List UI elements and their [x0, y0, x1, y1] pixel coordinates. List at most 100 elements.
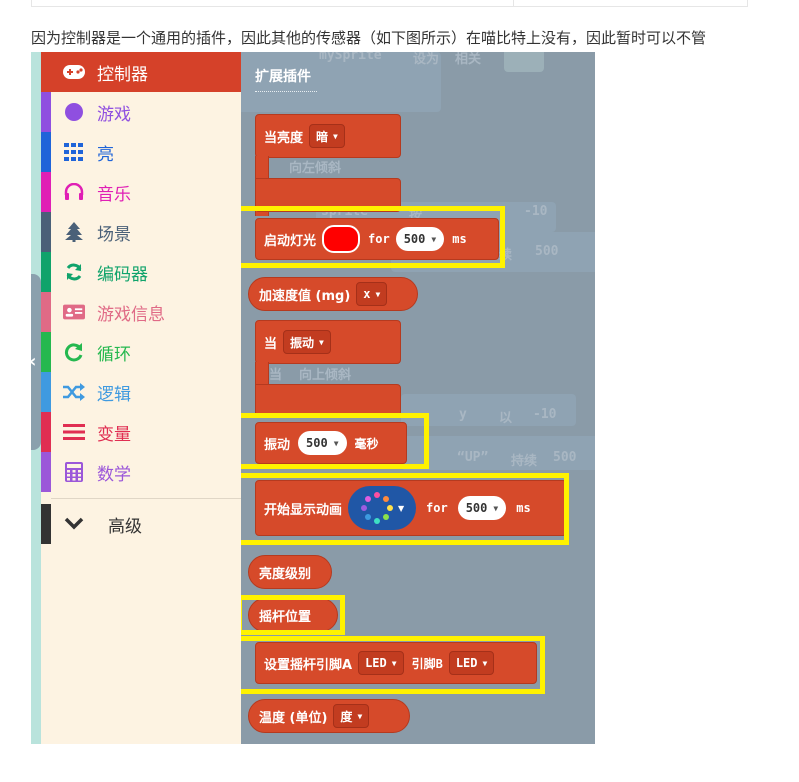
ghost-text: mySprite: [319, 52, 382, 63]
caret-down-icon: ▼: [333, 438, 339, 448]
toolbox-item-label: 音乐: [97, 184, 131, 205]
collapse-tab[interactable]: [31, 274, 41, 450]
ghost-text: 设为: [413, 52, 440, 67]
color-picker[interactable]: [322, 225, 361, 253]
block-label: 亮度级别: [259, 566, 312, 582]
ghost-text: -10: [524, 204, 548, 219]
toolbox-item-label: 高级: [108, 516, 142, 537]
ghost-text: 当: [269, 368, 283, 383]
toolbox-item-game-info[interactable]: 游戏信息: [41, 292, 241, 332]
toolbox-item-encoder[interactable]: 编码器: [41, 252, 241, 292]
toolbox-item-advanced[interactable]: 高级: [41, 504, 241, 544]
unit-label: ms: [452, 232, 467, 246]
highlight-vibrate: [241, 413, 429, 469]
toolbox-item-music[interactable]: 音乐: [41, 172, 241, 212]
toolbox: 控制器 游戏 亮 音乐 场景: [41, 52, 241, 744]
category-stripe: [41, 504, 51, 544]
caret-down-icon: ▼: [333, 131, 338, 141]
headphones-icon: [63, 181, 85, 203]
caret-down-icon: ▼: [482, 658, 488, 668]
pin-a-dropdown[interactable]: LED▼: [358, 651, 404, 675]
when-brightness-block[interactable]: 当亮度 暗▼: [255, 114, 401, 158]
pin-b-label: 引脚B: [411, 656, 443, 671]
start-light-block[interactable]: 启动灯光 for 500▼ ms: [255, 218, 499, 260]
when-vibrate-block[interactable]: 当 振动▼: [255, 320, 401, 364]
dropdown-value: x: [363, 287, 371, 301]
category-stripe: [41, 252, 51, 292]
circle-icon: [63, 101, 85, 123]
toolbox-item-label: 循环: [97, 344, 131, 365]
loop-icon: [63, 341, 85, 363]
block-label: 启动灯光: [264, 233, 317, 249]
list-icon: [63, 421, 85, 443]
toolbox-item-label: 逻辑: [97, 384, 131, 405]
temperature-block[interactable]: 温度 (单位) 度▼: [248, 699, 410, 733]
block-label: 温度 (单位): [259, 710, 328, 726]
brightness-dropdown[interactable]: 暗▼: [309, 124, 345, 148]
category-stripe: [41, 452, 51, 492]
toolbox-item-math[interactable]: 数学: [41, 452, 241, 492]
highlight-set-joystick: [241, 636, 545, 694]
gesture-dropdown[interactable]: 振动▼: [283, 330, 331, 354]
start-animation-block[interactable]: 开始显示动画 ▼ for 500▼ ms: [255, 480, 567, 536]
category-stripe: [41, 412, 51, 452]
toolbox-item-label: 亮: [97, 144, 114, 165]
number-value: 500: [403, 232, 426, 246]
dropdown-value: LED: [365, 656, 387, 670]
caret-down-icon: ▼: [397, 503, 405, 513]
acceleration-block[interactable]: 加速度值 (mg) x▼: [248, 277, 418, 311]
block-label: 当亮度: [264, 130, 304, 146]
ghost-text: 500: [535, 244, 559, 259]
brightness-level-block[interactable]: 亮度级别: [248, 555, 332, 589]
toolbox-item-label: 游戏信息: [97, 304, 165, 325]
toolbox-item-scene[interactable]: 场景: [41, 212, 241, 252]
dropdown-value: LED: [455, 656, 478, 670]
category-stripe: [41, 292, 51, 332]
toolbox-item-controller[interactable]: 控制器: [41, 52, 241, 92]
ghost-sprite-thumb: [504, 52, 544, 72]
set-joystick-pins-block[interactable]: 设置摇杆引脚A LED▼ 引脚B LED▼: [255, 642, 537, 684]
toolbox-item-logic[interactable]: 逻辑: [41, 372, 241, 412]
dropdown-value: 暗: [316, 129, 329, 144]
axis-dropdown[interactable]: x▼: [356, 282, 388, 306]
animation-duration-input[interactable]: 500▼: [457, 496, 507, 520]
toolbox-item-label: 数学: [97, 464, 131, 485]
block-label: 当: [264, 336, 278, 352]
id-card-icon: [63, 301, 85, 323]
vibrate-duration-input[interactable]: 500▼: [298, 431, 347, 455]
flyout-title-underline: [255, 91, 317, 92]
toolbox-item-variables[interactable]: 变量: [41, 412, 241, 452]
gamepad-icon: [63, 61, 85, 83]
ghost-text: y: [459, 407, 467, 422]
toolbox-item-game[interactable]: 游戏: [41, 92, 241, 132]
ghost-text: 向左倾斜: [289, 161, 342, 176]
ghost-text: -10: [533, 407, 557, 422]
toolbox-item-led[interactable]: 亮: [41, 132, 241, 172]
category-stripe: [41, 132, 51, 172]
ghost-text: 相关: [455, 52, 482, 67]
highlight-start-light: [241, 206, 505, 268]
toolbox-item-label: 场景: [97, 224, 131, 245]
unit-dropdown[interactable]: 度▼: [333, 704, 370, 728]
toolbox-item-loops[interactable]: 循环: [41, 332, 241, 372]
tree-icon: [63, 221, 85, 243]
blocks-flyout: mySprite 设为 相关 向左倾斜 sprite 按 -10 续 500 当…: [241, 52, 595, 744]
highlight-start-animation: [241, 473, 569, 545]
vibrate-block[interactable]: 振动 500▼ 毫秒: [255, 422, 407, 464]
refresh-icon: [63, 261, 85, 283]
ghost-block: [401, 394, 576, 426]
toolbox-item-label: 游戏: [97, 104, 131, 125]
block-label: 摇杆位置: [259, 609, 312, 625]
unit-label: ms: [516, 501, 531, 515]
pin-b-dropdown[interactable]: LED ▼: [448, 651, 495, 675]
flyout-title: 扩展插件: [255, 69, 311, 85]
category-stripe: [41, 212, 51, 252]
duration-input[interactable]: 500▼: [395, 227, 445, 251]
chevron-left-icon[interactable]: ‹: [31, 351, 36, 372]
dropdown-value: 振动: [290, 335, 315, 350]
animation-picker[interactable]: ▼: [348, 486, 417, 530]
caret-down-icon: ▼: [357, 711, 363, 721]
for-keyword: for: [368, 232, 390, 246]
ghost-block: [241, 86, 396, 112]
ghost-text: 向上倾斜: [299, 368, 352, 383]
